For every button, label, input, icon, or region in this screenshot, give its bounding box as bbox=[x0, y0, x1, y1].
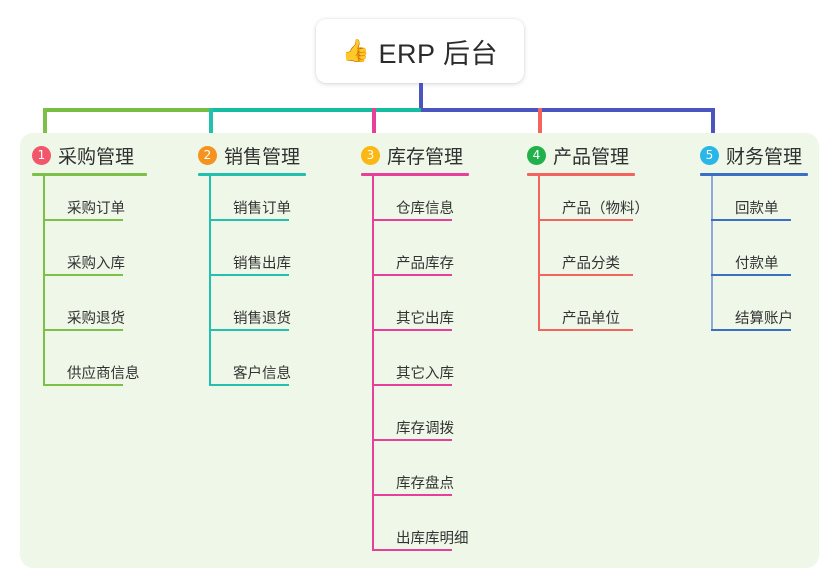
thumbs-up-icon: 👍 bbox=[342, 38, 370, 63]
module-header-1[interactable]: 1 采购管理 bbox=[32, 133, 147, 177]
module-item-label[interactable]: 库存调拨 bbox=[396, 421, 454, 437]
module-spine bbox=[538, 176, 540, 329]
module-item-rule bbox=[711, 219, 791, 221]
module-title: 库存管理 bbox=[387, 146, 464, 168]
module-item-rule bbox=[43, 274, 123, 276]
module-index-badge: 4 bbox=[527, 145, 546, 165]
module-item-label[interactable]: 采购入库 bbox=[67, 256, 125, 272]
module-item-rule bbox=[372, 494, 452, 496]
module-item-rule bbox=[372, 384, 452, 386]
module-index-badge: 2 bbox=[198, 145, 217, 165]
connector-segment-2 bbox=[209, 108, 425, 112]
module-item-label[interactable]: 产品分类 bbox=[562, 256, 620, 272]
module-index-badge: 3 bbox=[361, 145, 380, 165]
module-item-rule bbox=[538, 274, 633, 276]
module-item-label[interactable]: 客户信息 bbox=[233, 366, 291, 382]
module-item-label[interactable]: 结算账户 bbox=[735, 311, 793, 327]
modules-panel: 1 采购管理采购订单采购入库采购退货供应商信息 2 销售管理销售订单销售出库销售退货客… bbox=[20, 133, 819, 568]
module-column-3: 3 库存管理仓库信息产品库存其它出库其它入库库存调拨库存盘点出库库明细 bbox=[361, 133, 469, 551]
module-spine bbox=[711, 176, 713, 329]
module-item-label[interactable]: 产品（物料） bbox=[562, 201, 649, 217]
connector-segment-1 bbox=[43, 108, 213, 112]
module-title: 销售管理 bbox=[224, 146, 301, 168]
module-item-label[interactable]: 付款单 bbox=[735, 256, 779, 272]
module-item-label[interactable]: 其它出库 bbox=[396, 311, 454, 327]
module-item-label[interactable]: 供应商信息 bbox=[67, 366, 140, 382]
connector-drop-5 bbox=[711, 108, 715, 133]
module-item-label[interactable]: 销售出库 bbox=[233, 256, 291, 272]
module-header-rule bbox=[700, 173, 808, 176]
module-item-label[interactable]: 销售订单 bbox=[233, 201, 291, 217]
module-item-label[interactable]: 产品库存 bbox=[396, 256, 454, 272]
module-item-label[interactable]: 仓库信息 bbox=[396, 201, 454, 217]
trunk-connector bbox=[419, 83, 423, 110]
module-item-rule bbox=[538, 219, 633, 221]
root-node-title: ERP 后台 bbox=[378, 38, 498, 69]
module-item-rule bbox=[43, 384, 123, 386]
module-item-rule bbox=[538, 329, 633, 331]
module-column-1: 1 采购管理采购订单采购入库采购退货供应商信息 bbox=[32, 133, 147, 386]
module-item-label[interactable]: 出库库明细 bbox=[396, 531, 469, 547]
module-index-badge: 5 bbox=[700, 145, 719, 165]
connector-segment-3 bbox=[421, 108, 715, 112]
connector-drop-3 bbox=[372, 108, 376, 133]
connector-drop-1 bbox=[43, 108, 47, 133]
module-title: 产品管理 bbox=[553, 146, 630, 168]
module-header-rule bbox=[32, 173, 147, 176]
module-spine bbox=[372, 176, 374, 549]
module-column-2: 2 销售管理销售订单销售出库销售退货客户信息 bbox=[198, 133, 306, 386]
connector-drop-4 bbox=[538, 108, 542, 133]
module-item-label[interactable]: 产品单位 bbox=[562, 311, 620, 327]
module-item-rule bbox=[209, 384, 289, 386]
module-item-label[interactable]: 回款单 bbox=[735, 201, 779, 217]
module-header-2[interactable]: 2 销售管理 bbox=[198, 133, 306, 177]
module-title: 财务管理 bbox=[726, 146, 803, 168]
module-item-rule bbox=[209, 274, 289, 276]
module-item-rule bbox=[711, 274, 791, 276]
module-column-5: 5 财务管理回款单付款单结算账户 bbox=[700, 133, 808, 331]
module-title: 采购管理 bbox=[58, 146, 135, 168]
module-header-3[interactable]: 3 库存管理 bbox=[361, 133, 469, 177]
module-item-rule bbox=[372, 549, 452, 551]
module-header-rule bbox=[361, 173, 469, 176]
module-item-rule bbox=[372, 329, 452, 331]
module-item-label[interactable]: 其它入库 bbox=[396, 366, 454, 382]
module-item-rule bbox=[711, 329, 791, 331]
module-index-badge: 1 bbox=[32, 145, 51, 165]
module-item-rule bbox=[372, 439, 452, 441]
module-item-label[interactable]: 库存盘点 bbox=[396, 476, 454, 492]
module-item-label[interactable]: 采购订单 bbox=[67, 201, 125, 217]
module-column-4: 4 产品管理产品（物料） 产品分类产品单位 bbox=[527, 133, 649, 331]
module-header-4[interactable]: 4 产品管理 bbox=[527, 133, 635, 177]
module-spine bbox=[209, 176, 211, 384]
module-spine bbox=[43, 176, 45, 384]
module-header-rule bbox=[527, 173, 635, 176]
module-header-rule bbox=[198, 173, 306, 176]
module-item-rule bbox=[209, 219, 289, 221]
module-item-rule bbox=[372, 219, 452, 221]
module-item-rule bbox=[209, 329, 289, 331]
module-item-label[interactable]: 采购退货 bbox=[67, 311, 125, 327]
connector-drop-2 bbox=[209, 108, 213, 133]
module-item-label[interactable]: 销售退货 bbox=[233, 311, 291, 327]
module-item-rule bbox=[43, 219, 123, 221]
module-item-rule bbox=[372, 274, 452, 276]
module-header-5[interactable]: 5 财务管理 bbox=[700, 133, 808, 177]
root-node-card[interactable]: 👍 ERP 后台 bbox=[316, 19, 524, 83]
module-item-rule bbox=[43, 329, 123, 331]
